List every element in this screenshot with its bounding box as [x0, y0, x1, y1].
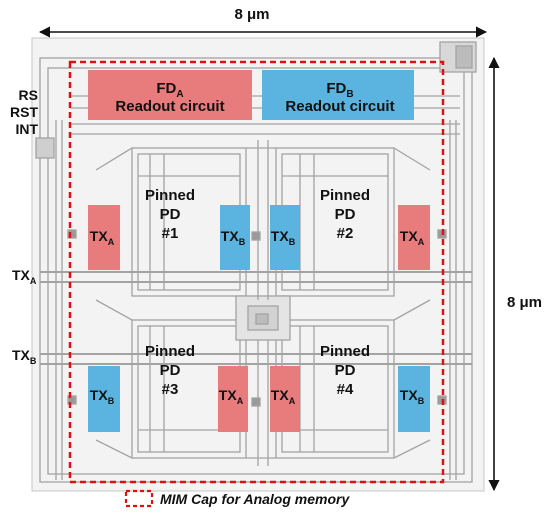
control-signal-labels: RS RST INT	[10, 87, 38, 137]
svg-text:TXB: TXB	[221, 228, 246, 247]
readout-a-label: FDA	[156, 80, 183, 100]
tx-gate-labels: TXA TXB TXB TXA TXB TXA TXA TXB	[90, 228, 425, 406]
svg-text:RST: RST	[10, 104, 38, 120]
svg-text:Pinned: Pinned	[145, 187, 195, 204]
pd-3-label: Pinned PD #3	[145, 343, 195, 398]
svg-text:#4: #4	[337, 381, 354, 398]
svg-text:Pinned: Pinned	[145, 343, 195, 360]
svg-text:PD: PD	[335, 362, 356, 379]
tx-gate-7	[270, 366, 300, 432]
svg-text:#2: #2	[337, 225, 354, 242]
transfer-gates	[88, 205, 430, 432]
readout-block-b	[262, 70, 414, 120]
svg-text:TXA: TXA	[400, 228, 425, 247]
legend-label: MIM Cap for Analog memory	[160, 491, 350, 507]
mim-cap-region	[68, 60, 445, 484]
tx-gate-5	[88, 366, 120, 432]
svg-text:INT: INT	[15, 121, 38, 137]
readout-block-a	[88, 70, 252, 120]
pd-1-label: Pinned PD #1	[145, 187, 195, 242]
svg-text:PD: PD	[335, 206, 356, 223]
tx-gate-4	[398, 205, 430, 270]
tx-gate-2	[220, 205, 250, 270]
row-label-txa: TXA	[12, 267, 37, 286]
svg-text:TXA: TXA	[90, 228, 115, 247]
svg-text:#3: #3	[162, 381, 179, 398]
svg-text:RS: RS	[19, 87, 38, 103]
photodiode-labels: Pinned PD #1 Pinned PD #2 Pinned PD #3 P…	[145, 187, 370, 398]
svg-text:Pinned: Pinned	[320, 343, 370, 360]
pd-2-label: Pinned PD #2	[320, 187, 370, 242]
svg-text:TXB: TXB	[271, 228, 296, 247]
svg-text:TXA: TXA	[271, 387, 296, 406]
svg-text:TXB: TXB	[400, 387, 425, 406]
svg-text:PD: PD	[160, 206, 181, 223]
tx-gate-8	[398, 366, 430, 432]
tx-gate-6	[218, 366, 248, 432]
legend-swatch	[124, 489, 154, 508]
width-label: 8 μm	[234, 6, 269, 23]
height-label: 8 μm	[507, 294, 542, 311]
pd-4-label: Pinned PD #4	[320, 343, 370, 398]
tx-gate-3	[270, 205, 300, 270]
svg-text:#1: #1	[162, 225, 179, 242]
readout-a-caption: Readout circuit	[115, 98, 224, 115]
readout-b-label: FDB	[326, 80, 353, 100]
svg-text:Pinned: Pinned	[320, 187, 370, 204]
tx-gate-1	[88, 205, 120, 270]
row-label-txb: TXB	[12, 347, 37, 366]
svg-text:TXB: TXB	[90, 387, 115, 406]
readout-b-caption: Readout circuit	[285, 98, 394, 115]
svg-text:TXA: TXA	[219, 387, 244, 406]
svg-text:PD: PD	[160, 362, 181, 379]
